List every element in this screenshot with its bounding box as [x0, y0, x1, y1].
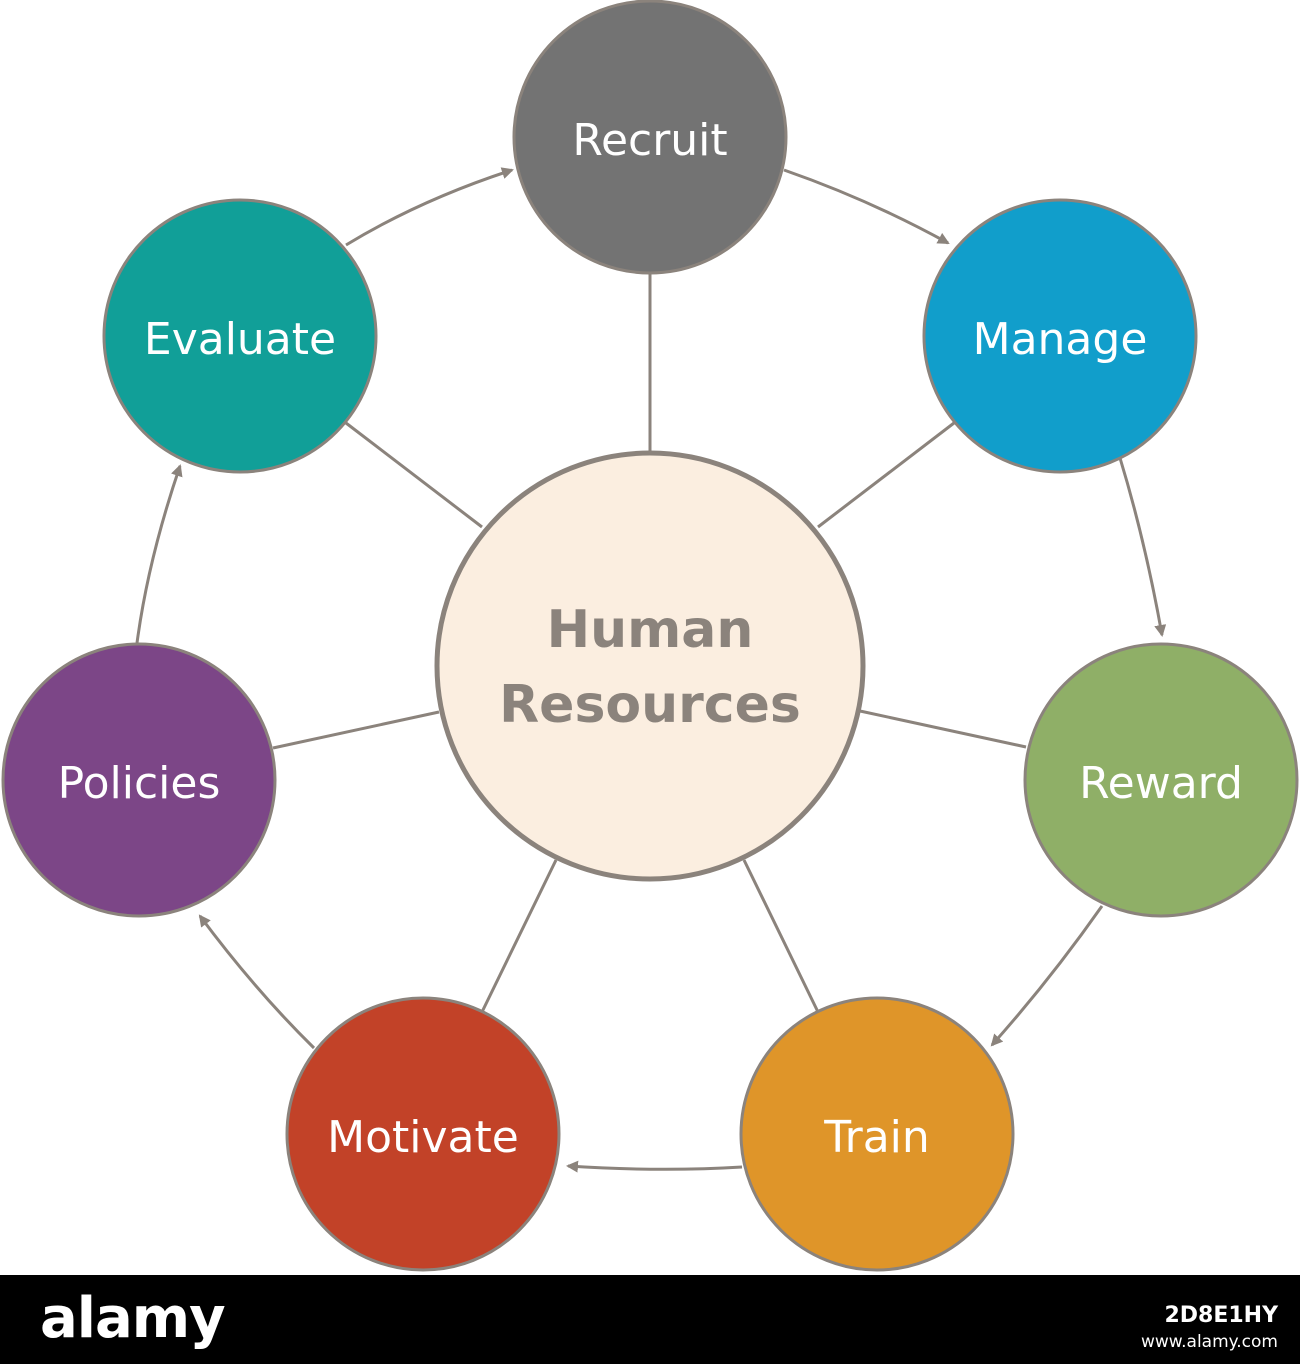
diagram-canvas: Human Resources Recruit Manage Reward Tr… — [1, 0, 1299, 1272]
arrow-recruit-to-manage — [783, 168, 950, 245]
center-title-line1: Human — [547, 600, 754, 660]
node-reward: Reward — [1023, 642, 1299, 918]
spoke-manage — [817, 421, 955, 529]
image-id-text: 2D8E1HY — [1164, 1303, 1278, 1328]
arrow-motivate-to-policies — [198, 914, 316, 1050]
cycle-arrows — [135, 167, 1167, 1173]
node-motivate: Motivate — [285, 996, 561, 1272]
node-label-reward: Reward — [1079, 758, 1243, 809]
node-circle-motivate — [285, 996, 561, 1272]
arrow-policies-to-evaluate — [135, 464, 183, 644]
node-circle-policies — [1, 642, 277, 918]
node-circle-evaluate — [102, 198, 378, 474]
node-circle-manage — [922, 198, 1198, 474]
arrow-reward-to-train — [990, 905, 1104, 1047]
node-label-evaluate: Evaluate — [144, 314, 336, 365]
spoke-train — [742, 859, 820, 1013]
node-recruit: Recruit — [512, 0, 788, 275]
arrow-manage-to-reward — [1118, 457, 1167, 637]
node-manage: Manage — [922, 198, 1198, 474]
center-title-line2: Resources — [499, 675, 801, 735]
spoke-policies — [272, 710, 440, 750]
spoke-lines — [272, 273, 1027, 1013]
node-label-motivate: Motivate — [327, 1112, 519, 1163]
watermark-footer: alamy 2D8E1HY www.alamy.com — [0, 1275, 1300, 1364]
site-url-text: www.alamy.com — [1140, 1332, 1278, 1352]
node-label-recruit: Recruit — [572, 115, 727, 166]
node-train: Train — [739, 996, 1015, 1272]
spoke-reward — [859, 709, 1027, 749]
node-label-policies: Policies — [58, 758, 221, 809]
node-label-manage: Manage — [973, 314, 1148, 365]
arrow-evaluate-to-recruit — [345, 167, 514, 247]
arrow-train-to-motivate — [566, 1160, 743, 1173]
spoke-evaluate — [345, 421, 483, 529]
node-label-train: Train — [823, 1112, 930, 1163]
node-evaluate: Evaluate — [102, 198, 378, 474]
node-circle-train — [739, 996, 1015, 1272]
node-policies: Policies — [1, 642, 277, 918]
alamy-logo: alamy — [40, 1286, 226, 1351]
center-circle — [434, 450, 866, 882]
node-circle-reward — [1023, 642, 1299, 918]
spoke-motivate — [480, 859, 558, 1013]
node-circle-recruit — [512, 0, 788, 275]
center-node: Human Resources — [434, 450, 866, 882]
hr-cycle-diagram: Human Resources Recruit Manage Reward Tr… — [1, 0, 1299, 1272]
